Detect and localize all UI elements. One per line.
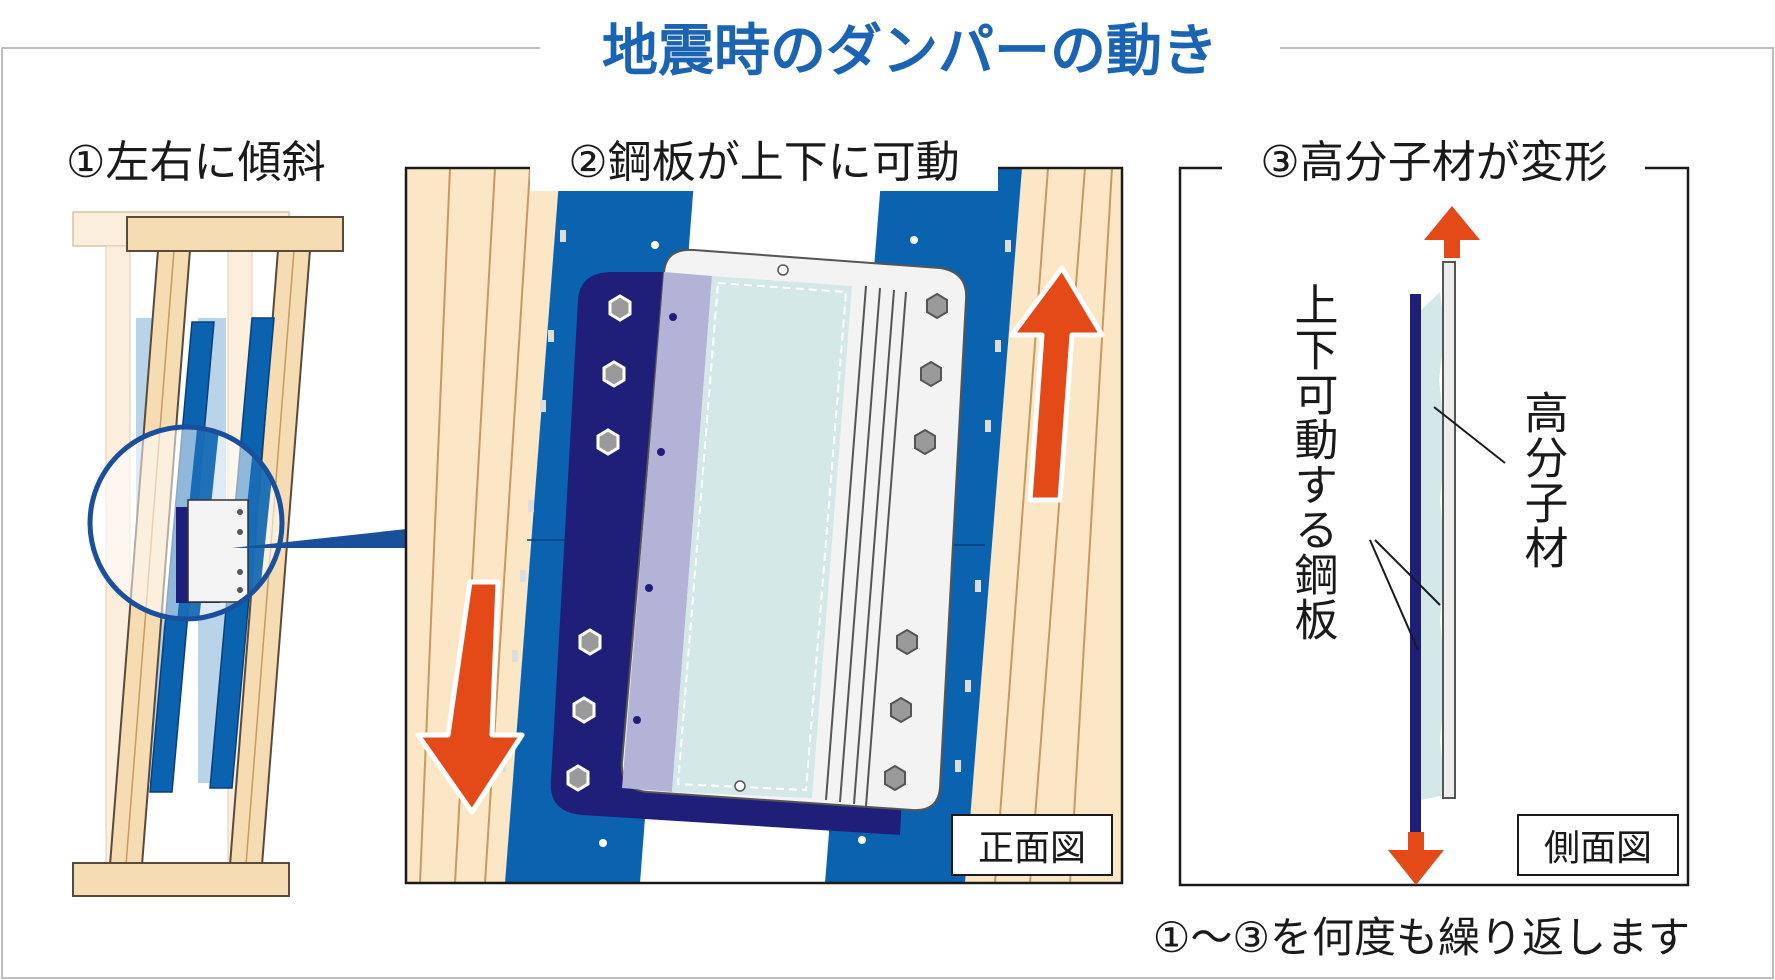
down-arrow [415, 579, 525, 815]
outer-frame [1, 47, 1774, 979]
panel2-front-view: 正面図 [404, 166, 1124, 885]
side-view-label: 側面図 [1544, 828, 1652, 869]
up-arrow [1009, 265, 1105, 503]
panel3-label: ③高分子材が変形 [1260, 137, 1607, 188]
panel1-label: ①左右に傾斜 [66, 137, 325, 188]
magnifier-circle [87, 424, 285, 622]
panel2-label: ②鋼板が上下に可動 [568, 137, 959, 188]
steel-plate-label: 上下可動する鋼板 [1287, 282, 1338, 642]
front-view-label: 正面図 [978, 828, 1086, 869]
footer-note: ①〜③を何度も繰り返します [1153, 913, 1690, 962]
side-down-arrow [1388, 832, 1444, 885]
side-up-arrow [1424, 206, 1480, 258]
polymer-label: 高分子材 [1517, 390, 1568, 570]
panel3-side-view: 上下可動する鋼板 高分子材 側面図 [1178, 166, 1690, 887]
diagram-title: 地震時のダンパーの動き [602, 19, 1218, 84]
